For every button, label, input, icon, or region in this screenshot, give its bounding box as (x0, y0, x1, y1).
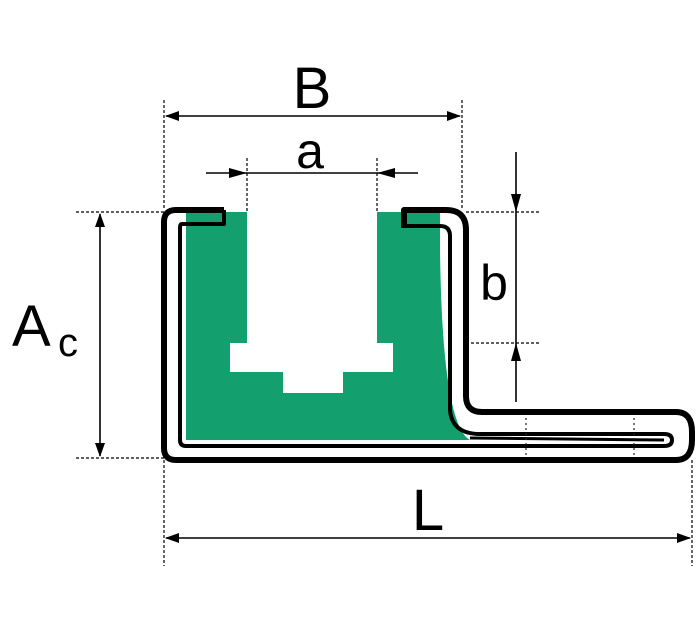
label-c: c (58, 321, 78, 365)
arrow-a-left (229, 168, 247, 178)
green-insert (186, 212, 470, 440)
label-B: B (293, 56, 332, 121)
foot-slit (469, 436, 665, 442)
outer-profile (161, 207, 695, 463)
label-a: a (296, 123, 324, 179)
arrow-a-right (377, 168, 395, 178)
arrow-b-bottom (511, 343, 521, 361)
arrow-b-top (511, 194, 521, 212)
label-A: A (12, 294, 51, 359)
label-b: b (480, 255, 508, 311)
label-L: L (412, 478, 444, 543)
inner-profile (178, 210, 674, 448)
